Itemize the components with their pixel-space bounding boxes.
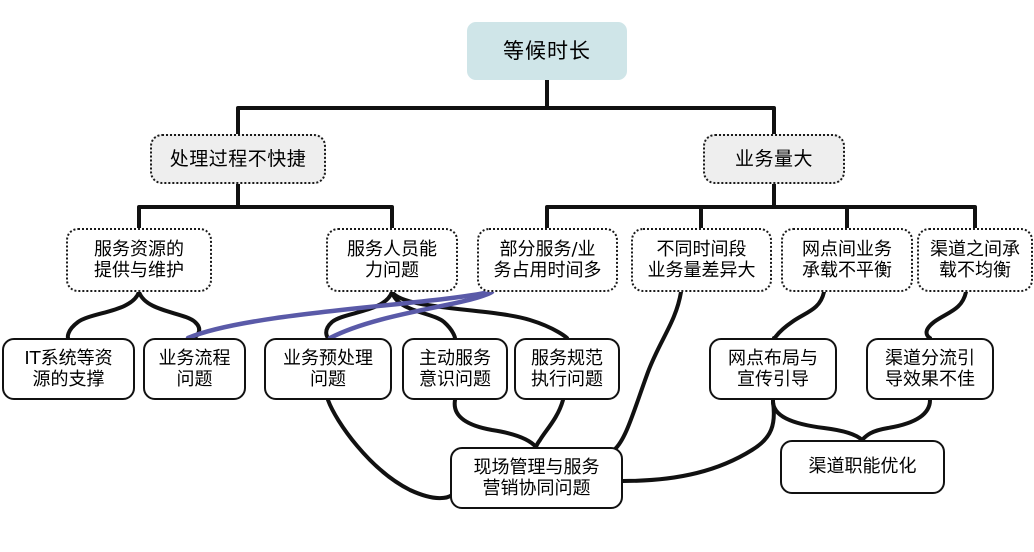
edge-l2b-to-l3b2	[699, 182, 776, 230]
node-channel-diversion-effect[interactable]: 渠道分流引 导效果不佳	[866, 338, 994, 400]
edge-l2b-to-l3b4	[772, 182, 977, 230]
edge-l3a2-to-l4-3	[324, 290, 394, 340]
edge-l3a1-to-l4-2	[137, 290, 202, 340]
node-service-time-consuming[interactable]: 部分服务/业 务占用时间多	[477, 228, 618, 292]
node-root[interactable]: 等候时长	[467, 22, 627, 80]
node-business-pre-processing-issue[interactable]: 业务预处理 问题	[264, 338, 392, 400]
node-staff-capability[interactable]: 服务人员能 力问题	[326, 228, 458, 292]
edge-l4-5-to-l5-1	[534, 398, 565, 449]
node-channel-function-optimization[interactable]: 渠道职能优化	[780, 440, 945, 494]
node-proactive-service-awareness[interactable]: 主动服务 意识问题	[402, 338, 508, 400]
edge-root-to-l2a	[236, 78, 549, 136]
edge-l3b1-to-l4-3-blue	[327, 289, 495, 341]
node-time-period-variance[interactable]: 不同时间段 业务量差异大	[631, 228, 772, 292]
edge-l2a-to-l3a1	[137, 182, 240, 230]
node-service-standard-execution[interactable]: 服务规范 执行问题	[514, 338, 620, 400]
node-onsite-management-marketing[interactable]: 现场管理与服务 营销协同问题	[450, 447, 623, 509]
edge-l3b3-to-l4-6	[772, 290, 826, 340]
edge-l2a-to-l3a2	[236, 182, 394, 230]
node-branch-layout-promotion[interactable]: 网点布局与 宣传引导	[709, 338, 837, 400]
node-high-business-volume[interactable]: 业务量大	[703, 134, 845, 184]
edge-l4-3-to-l5-1	[326, 398, 454, 501]
edge-l4-7-to-l5-2	[860, 398, 932, 442]
edge-l5-1-to-l5-2	[621, 400, 776, 483]
node-channel-load-imbalance[interactable]: 渠道之间承 载不均衡	[917, 228, 1033, 292]
node-branch-load-imbalance[interactable]: 网点间业务 承载不平衡	[781, 228, 913, 292]
node-service-resource-supply[interactable]: 服务资源的 提供与维护	[66, 228, 212, 292]
edge-l4-6-to-l5-2	[771, 398, 864, 442]
edge-root-to-l2b	[545, 78, 776, 136]
edge-l3b1-to-l4-2-blue	[185, 289, 493, 341]
edge-l3b4-to-l4-7	[924, 290, 968, 340]
edge-l4-4-to-l5-1	[452, 398, 538, 449]
node-it-system-support[interactable]: IT系统等资 源的支撑	[2, 338, 135, 400]
node-processing-not-fast[interactable]: 处理过程不快捷	[150, 134, 326, 184]
edge-l3b2-to-l5-1	[612, 290, 683, 452]
node-business-process-issue[interactable]: 业务流程 问题	[143, 338, 246, 400]
edge-l3a1-to-l4-1	[65, 290, 141, 340]
